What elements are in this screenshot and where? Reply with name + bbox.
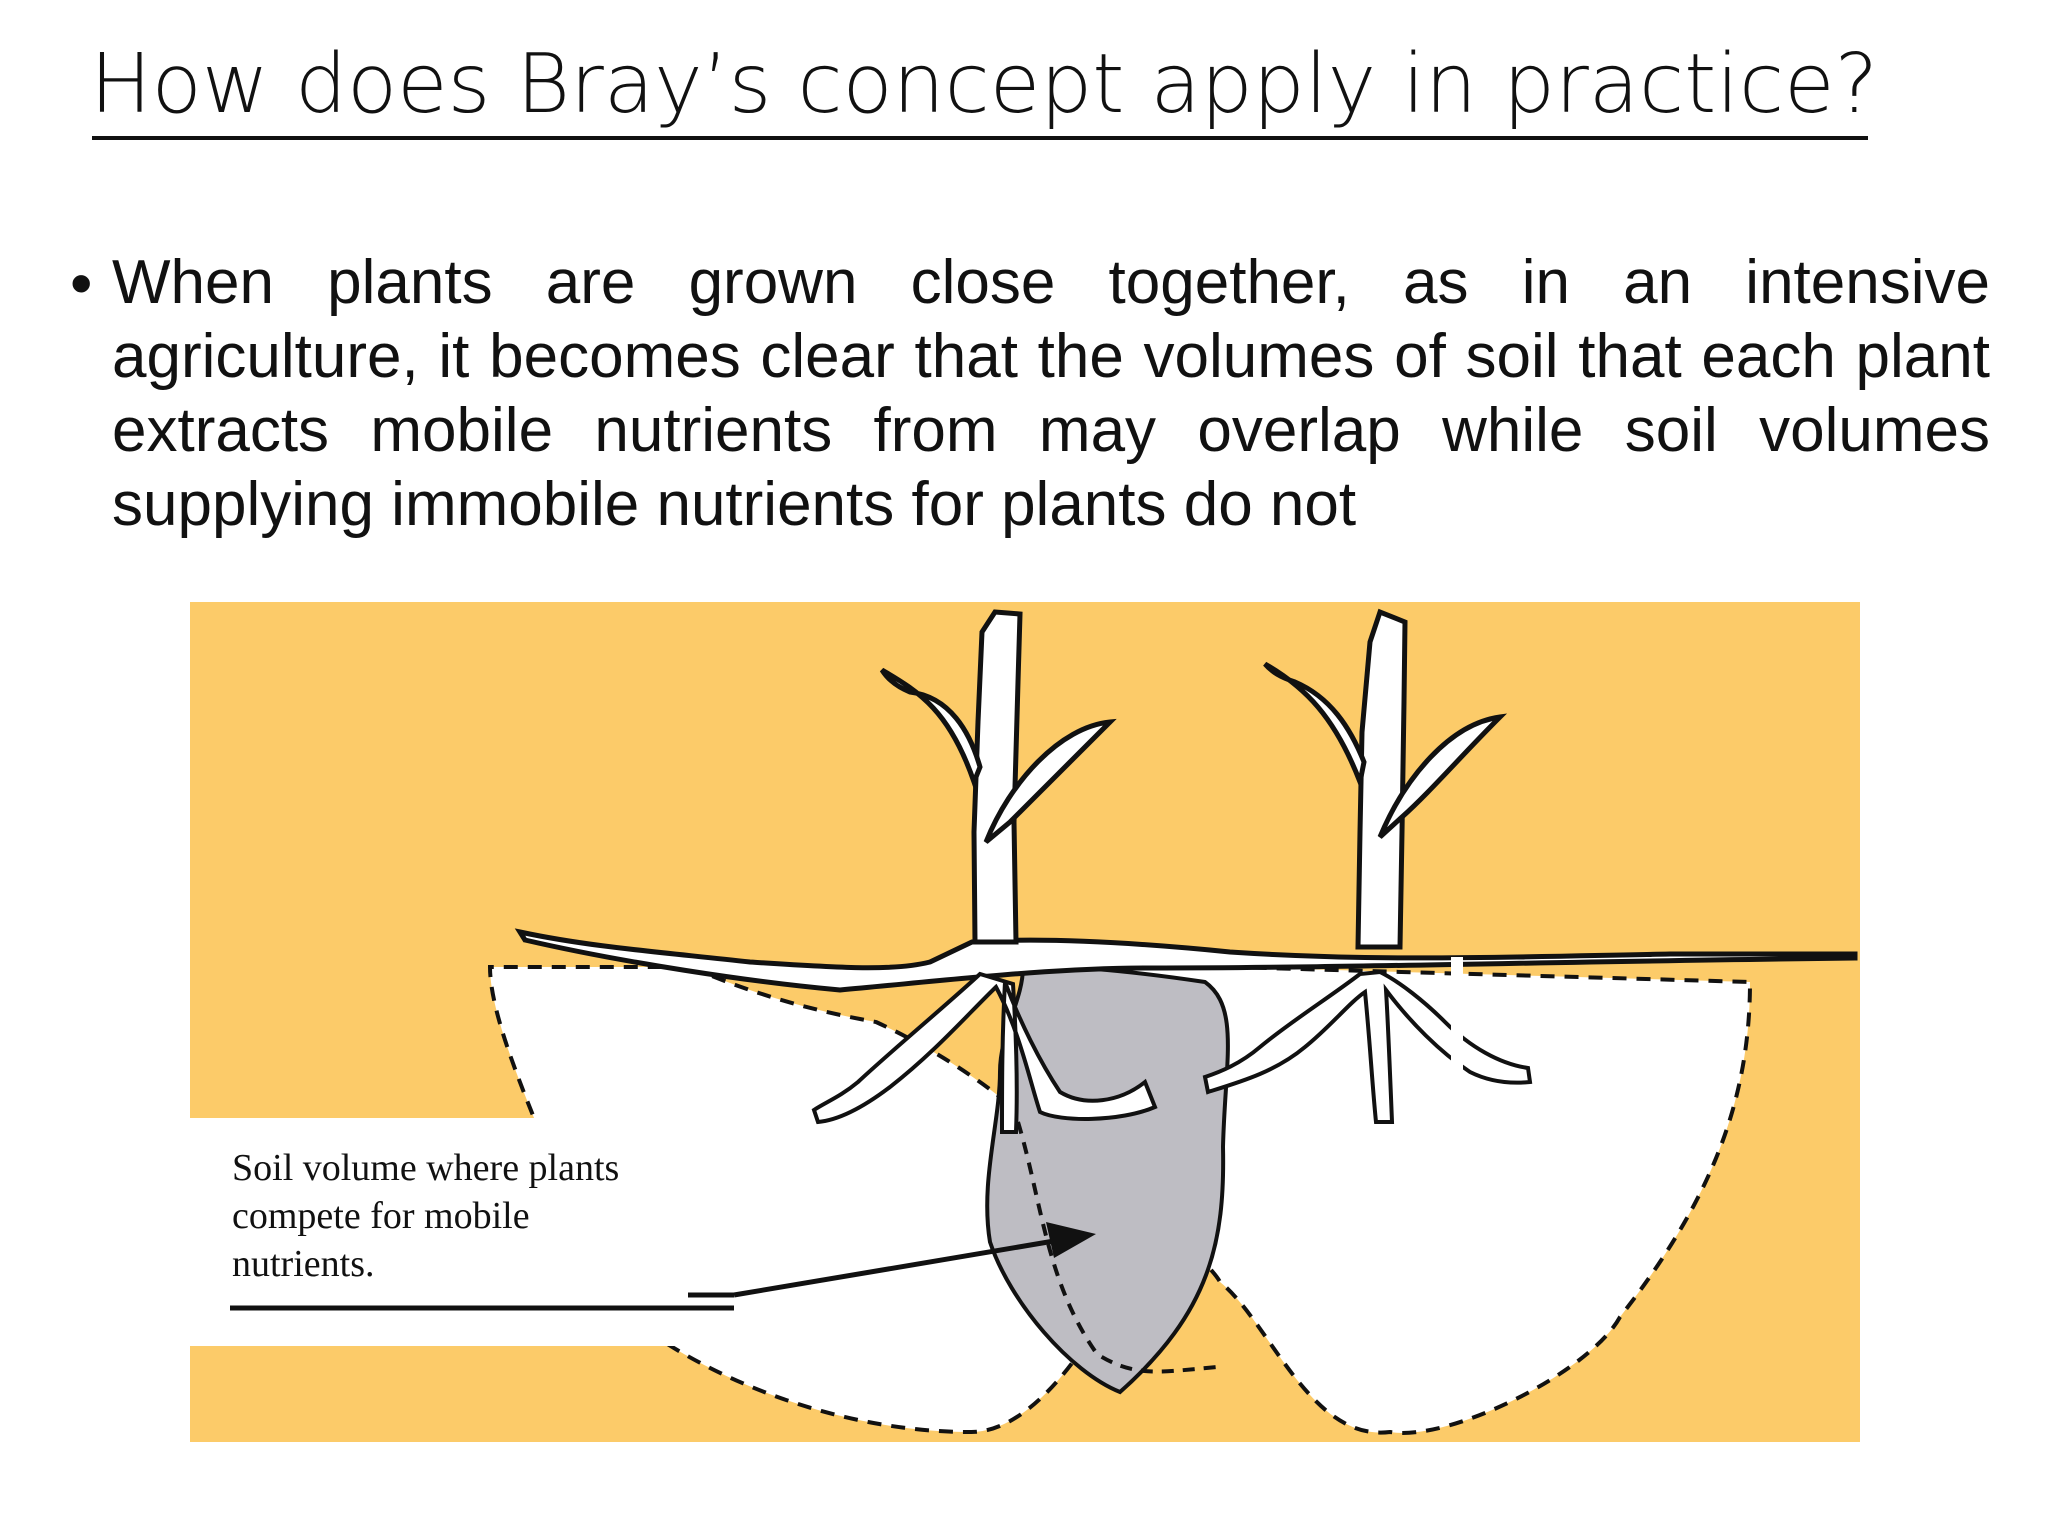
bullet-list: • When plants are grown close together, …: [70, 246, 1990, 542]
title-underline: [92, 136, 1868, 140]
pointer-arrowhead: [1046, 1222, 1096, 1258]
slide-title: How does Bray’s concept apply in practic…: [90, 37, 1879, 132]
ground-line: [514, 928, 1858, 993]
pointer-line: [733, 1237, 1061, 1298]
right-plant: [1355, 608, 1408, 950]
label-box: Soil volume where plants compete for mob…: [190, 1118, 688, 1346]
right-plant-leaf-left: [1263, 661, 1367, 791]
right-plant-roots: [1202, 969, 1533, 1124]
overlap-dashed-edge: [1016, 1121, 1218, 1374]
left-plant-leaf-right: [983, 718, 1117, 844]
left-plant: [971, 609, 1023, 945]
bullet-dot-icon: •: [70, 247, 93, 319]
diagram-label: Soil volume where plants compete for mob…: [232, 1147, 620, 1285]
bullet-text: When plants are grown close together, as…: [112, 248, 1990, 539]
left-plant-roots: [811, 971, 1158, 1134]
right-plant-leaf-right: [1377, 713, 1508, 839]
left-plant-leaf-left: [879, 667, 983, 790]
depth-arrow-head: [1434, 1297, 1480, 1350]
